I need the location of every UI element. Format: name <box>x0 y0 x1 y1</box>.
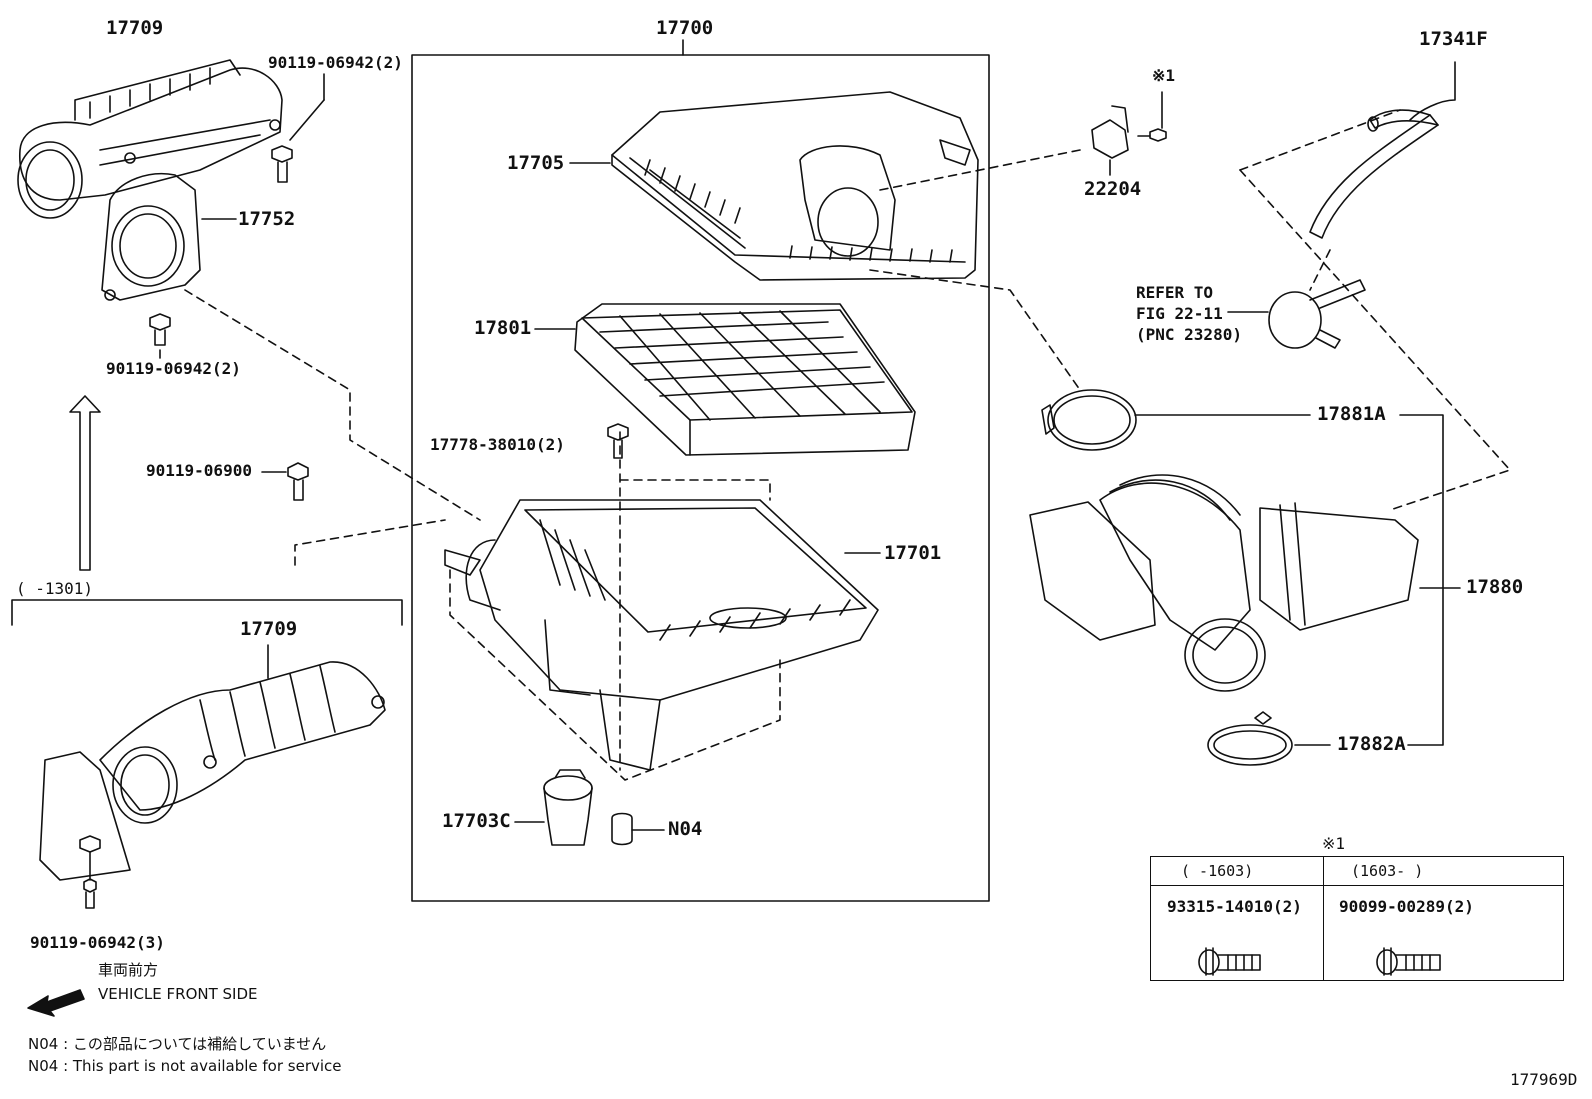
label-17705: 17705 <box>507 152 565 174</box>
bolt-90099-00289-icon <box>1376 947 1441 976</box>
table-col2-part: 90099-00289(2) <box>1339 897 1474 916</box>
label-refer-to: REFER TO <box>1136 283 1214 302</box>
label-17801: 17801 <box>474 317 532 339</box>
air-cleaner-case-17701 <box>444 499 881 771</box>
label-17709-bottom: 17709 <box>240 618 298 640</box>
table-header-row <box>1151 857 1563 886</box>
note-n04-jp: N04 : この部品については補給していません <box>28 1035 327 1053</box>
intake-duct-17709-bottom <box>39 644 386 881</box>
adapter-17752 <box>101 173 237 301</box>
label-17341F: 17341F <box>1419 28 1488 50</box>
label-17881A: 17881A <box>1317 403 1386 425</box>
label-diagram-id: 177969D <box>1510 1070 1578 1089</box>
label-N04: N04 <box>668 818 703 840</box>
note-n04-en: N04 : This part is not available for ser… <box>28 1057 342 1075</box>
label-17709-top: 17709 <box>106 17 164 39</box>
bolt-90119-06942-top <box>271 73 325 183</box>
intake-hose-17880 <box>1029 474 1461 692</box>
label-17700: 17700 <box>656 17 714 39</box>
hose-17341F <box>1309 61 1456 239</box>
note-front-en: VEHICLE FRONT SIDE <box>98 985 258 1003</box>
table-col1-header: ( -1603) <box>1181 862 1254 880</box>
air-cleaner-cap-17705 <box>569 91 979 281</box>
clamp-17882A <box>1207 711 1331 766</box>
air-filter-17801 <box>534 303 916 456</box>
range-bracket-1301 <box>11 599 403 626</box>
label-17778-38010: 17778-38010(2) <box>430 435 565 454</box>
fastener-table: ( -1603) (1603- ) 93315-14010(2) 90099-0… <box>1150 856 1564 981</box>
label-17701: 17701 <box>884 542 942 564</box>
arrow-up <box>69 395 101 571</box>
label-90119-06942-2a: 90119-06942(2) <box>268 53 403 72</box>
assembly-box-17700 <box>411 54 990 902</box>
label-fig-22-11: FIG 22-11 <box>1136 304 1223 323</box>
leader-dashes <box>184 109 1511 781</box>
vsv-valve <box>1227 279 1366 349</box>
table-mark: ※1 <box>1322 834 1346 853</box>
label-17882A: 17882A <box>1337 733 1406 755</box>
bolt-90119-06900 <box>261 462 309 501</box>
note-front-jp: 車両前方 <box>98 961 159 979</box>
sensor-22204 <box>1091 91 1167 176</box>
screw-17778 <box>607 423 629 459</box>
table-col1-part: 93315-14010(2) <box>1167 897 1302 916</box>
label-90119-06942-3: 90119-06942(3) <box>30 933 165 952</box>
label-17880: 17880 <box>1466 576 1524 598</box>
drain-cap-17703C <box>514 769 593 846</box>
table-col2-header: (1603- ) <box>1351 862 1424 880</box>
vehicle-front-arrow <box>27 989 85 1017</box>
label-pnc-23280: (PNC 23280) <box>1136 325 1242 344</box>
bolt-93315-14010-icon <box>1198 947 1261 976</box>
label-90119-06900: 90119-06900 <box>146 461 252 480</box>
label-17752: 17752 <box>238 208 296 230</box>
grommet-N04 <box>611 812 665 846</box>
label-90119-06942-2b: 90119-06942(2) <box>106 359 241 378</box>
label-22204: 22204 <box>1084 178 1142 200</box>
bolt-90119-06942-lower <box>149 313 171 359</box>
label-17703C: 17703C <box>442 810 511 832</box>
bolt-90119-06942-bottom <box>79 835 101 909</box>
label-range-1301: ( -1301) <box>16 579 94 598</box>
clamp-17881A <box>1041 389 1444 746</box>
intake-duct-17709-top <box>17 59 283 219</box>
label-note-mark-1: ※1 <box>1152 66 1176 85</box>
table-divider <box>1323 857 1324 980</box>
